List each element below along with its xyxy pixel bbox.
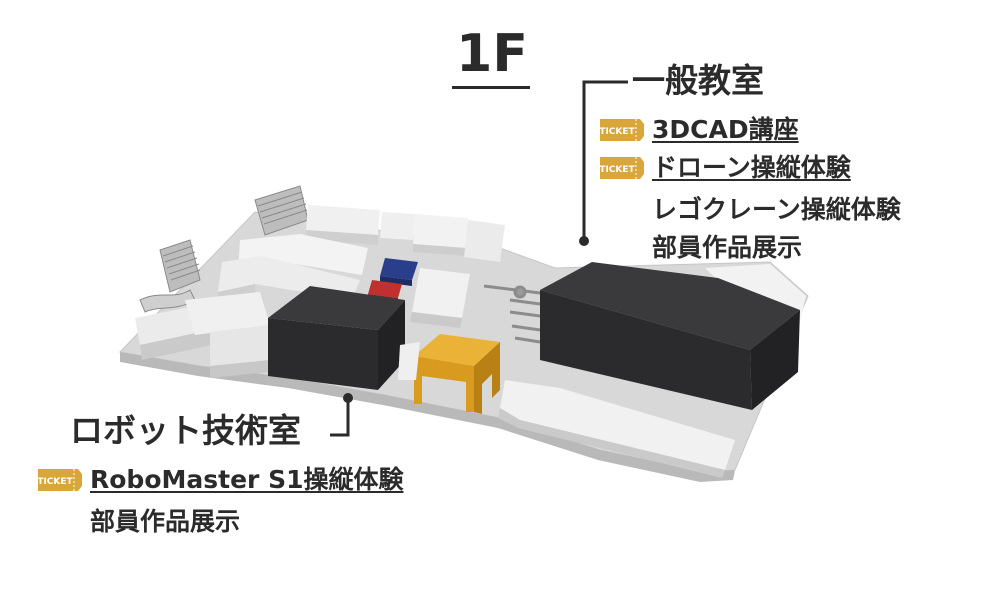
staircase-top	[254, 185, 309, 236]
general-room-block-side	[750, 310, 800, 410]
item-label: 部員作品展示	[652, 233, 803, 262]
item-label: レゴクレーン操縦体験	[652, 195, 901, 224]
leader-line-robot-room	[330, 400, 350, 437]
item-label: ドローン操縦体験	[652, 153, 851, 183]
ticket-icon: TICKET	[37, 469, 82, 491]
room-blocks-back	[306, 205, 505, 262]
svg-text:TICKET: TICKET	[599, 127, 635, 137]
general-room-block-top	[540, 262, 800, 350]
item-label: 部員作品展示	[90, 507, 241, 536]
leader-dot-robot-room	[343, 393, 353, 403]
robot-room-block-top	[268, 286, 405, 330]
floor-label-underline	[452, 86, 530, 89]
robot-room-block-side	[378, 300, 405, 390]
room-title-general-classroom: 一般教室	[632, 61, 764, 100]
floor-label: 1F	[456, 24, 528, 84]
blue-block-side	[380, 276, 412, 286]
leader-line-general-classroom	[582, 80, 628, 240]
item-label: 3DCAD講座	[652, 115, 799, 145]
general-room-block-front	[540, 290, 752, 410]
room-blocks-front-left	[135, 292, 270, 378]
room-blocks-front-right	[398, 342, 735, 478]
floor-base-edge	[120, 352, 735, 482]
ticket-icon: TICKET	[599, 119, 644, 141]
robot-room-block-front	[268, 318, 378, 390]
robot-room-item-2: 部員作品展示	[90, 508, 240, 536]
ticket-icon: TICKET	[599, 157, 644, 179]
staircase-left	[139, 239, 201, 313]
general-classroom-item-4: 部員作品展示	[652, 234, 802, 262]
yellow-gate	[414, 334, 500, 414]
svg-text:TICKET: TICKET	[599, 165, 635, 175]
robot-room-item-1[interactable]: TICKET RoboMaster S1操縦体験	[36, 466, 403, 494]
general-classroom-item-2[interactable]: TICKET ドローン操縦体験	[598, 153, 851, 183]
room-title-robot-tech-room: ロボット技術室	[70, 411, 301, 450]
item-label: RoboMaster S1操縦体験	[90, 465, 404, 495]
equipment-pipes	[483, 284, 541, 344]
svg-text:TICKET: TICKET	[37, 477, 73, 487]
blue-block	[380, 258, 418, 280]
general-classroom-item-3: レゴクレーン操縦体験	[652, 196, 901, 224]
general-classroom-item-1[interactable]: TICKET 3DCAD講座	[598, 115, 799, 145]
red-block	[368, 280, 402, 298]
leader-dot-general-classroom	[579, 236, 589, 246]
